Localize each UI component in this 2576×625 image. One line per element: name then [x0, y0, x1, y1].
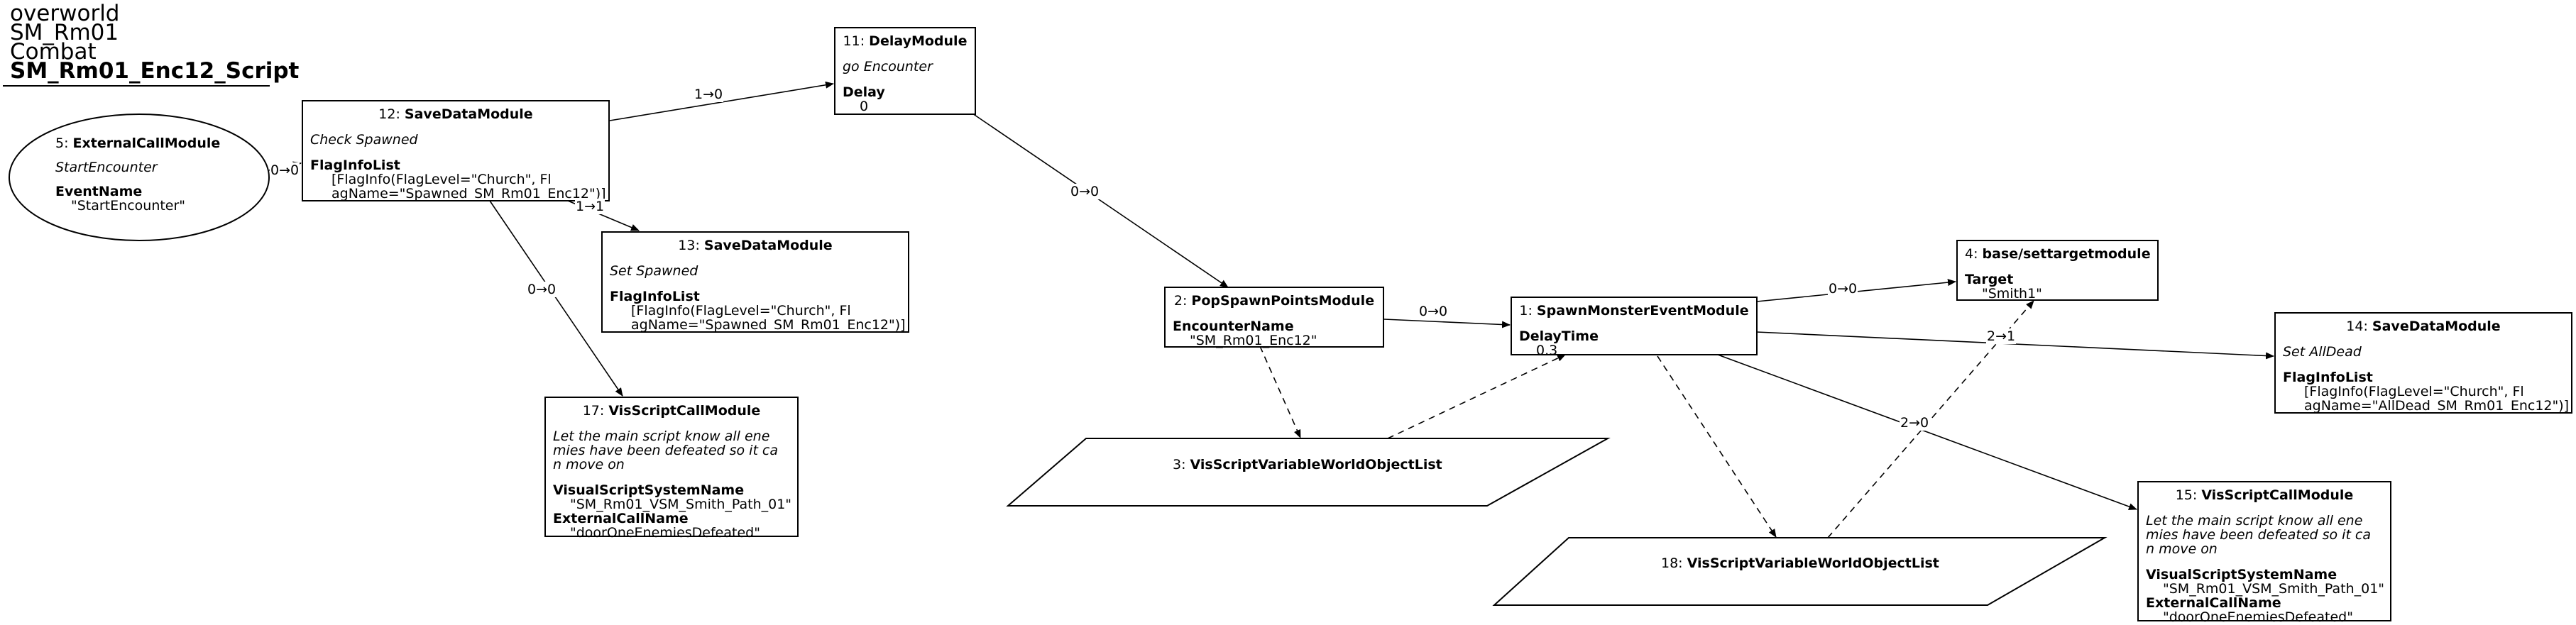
node-14-param-key: FlagInfoList [2283, 370, 2373, 385]
edge-2-3 [1259, 345, 1301, 438]
node-5-type: ExternalCallModule [72, 135, 221, 151]
edge-3-1 [1387, 354, 1566, 439]
edge-label-1-14: 2→1 [1986, 328, 2017, 344]
edge-label-2-1: 0→0 [1418, 304, 1449, 319]
node-5-param-key: EventName [55, 184, 143, 199]
node-14-type: SaveDataModule [2372, 319, 2501, 334]
node-17-type: VisScriptCallModule [608, 403, 761, 419]
node-15-vis-script-call[interactable]: 15: VisScriptCallModule Let the main scr… [2137, 481, 2391, 625]
node-11-param-key: Delay [843, 84, 885, 100]
node-2-param-val: "SM_Rm01_Enc12" [1190, 333, 1317, 348]
node-17-param2-val: "doorOneEnemiesDefeated" [570, 525, 760, 541]
node-3-shape [1006, 438, 1611, 507]
node-11-type: DelayModule [869, 33, 968, 49]
edge-label-1-15: 2→0 [1900, 415, 1930, 431]
node-17-param2-key: ExternalCallName [553, 511, 689, 526]
title-block: overworld SM_Rm01 Combat SM_Rm01_Enc12_S… [10, 1, 300, 84]
node-1-type: SpawnMonsterEventModule [1536, 303, 1749, 319]
node-15-param1-key: VisualScriptSystemName [2146, 567, 2337, 582]
node-14-param-val: [FlagInfo(FlagLevel="Church", Fl agName=… [2304, 384, 2570, 414]
node-3-id: 3: [1173, 457, 1190, 472]
node-15-param2-key: ExternalCallName [2146, 595, 2281, 611]
node-11-param-val: 0 [860, 99, 869, 114]
node-4-type: base/settargetmodule [1982, 246, 2151, 262]
node-11-delay[interactable]: 11: DelayModule go Encounter Delay 0 [834, 27, 976, 115]
node-15-id: 15: [2175, 487, 2202, 503]
node-12-id: 12: [378, 106, 405, 122]
edge-label-12-13: 1→1 [575, 199, 605, 214]
node-15-param2-val: "doorOneEnemiesDefeated" [2163, 609, 2353, 625]
node-17-id: 17: [582, 403, 609, 419]
edge-label-12-17: 0→0 [527, 282, 557, 297]
node-12-save-data[interactable]: 12: SaveDataModule Check Spawned FlagInf… [302, 100, 610, 201]
node-15-param1-val: "SM_Rm01_VSM_Smith_Path_01" [2163, 581, 2385, 597]
node-18-shape [1492, 537, 2108, 606]
node-13-param-val: [FlagInfo(FlagLevel="Church", Fl agName=… [631, 303, 906, 333]
node-3-vis-script-variable[interactable]: 3: VisScriptVariableWorldObjectList [1173, 457, 1442, 472]
title-line-room: SM_Rm01 [10, 20, 119, 45]
node-11-desc: go Encounter [843, 59, 933, 74]
edge-12-11 [609, 81, 834, 121]
node-2-pop-spawn-points[interactable]: 2: PopSpawnPointsModule EncounterName "S… [1164, 287, 1384, 348]
title-line-category: Combat [10, 39, 97, 65]
node-17-param1-val: "SM_Rm01_VSM_Smith_Path_01" [570, 497, 792, 512]
edge-1-15 [1717, 354, 2137, 510]
edge-label-11-2: 0→0 [1070, 184, 1100, 199]
node-12-param-val: [FlagInfo(FlagLevel="Church", Fl agName=… [331, 172, 606, 201]
node-13-desc: Set Spawned [610, 263, 698, 279]
edge-1-18 [1657, 355, 1777, 538]
node-4-param-key: Target [1965, 272, 2014, 287]
node-17-param1-key: VisualScriptSystemName [553, 482, 745, 498]
node-12-desc: Check Spawned [310, 132, 418, 148]
node-13-id: 13: [678, 238, 704, 253]
node-1-param-val: 0.3 [1536, 343, 1558, 358]
node-4-param-val: "Smith1" [1982, 286, 2042, 302]
node-18-vis-script-variable[interactable]: 18: VisScriptVariableWorldObjectList [1661, 555, 1939, 571]
node-13-type: SaveDataModule [703, 238, 833, 253]
edge-12-17 [489, 200, 623, 397]
edge-label-5-12: 0→0 [270, 162, 300, 178]
node-18-id: 18: [1661, 555, 1687, 571]
node-14-desc: Set AllDead [2283, 344, 2362, 360]
edge-11-2 [972, 113, 1229, 288]
node-13-save-data[interactable]: 13: SaveDataModule Set Spawned FlagInfoL… [601, 231, 909, 333]
title-underline [3, 85, 270, 87]
node-2-param-key: EncounterName [1173, 319, 1294, 334]
node-17-vis-script-call[interactable]: 17: VisScriptCallModule Let the main scr… [544, 397, 799, 541]
node-2-type: PopSpawnPointsModule [1191, 293, 1375, 309]
node-18-type: VisScriptVariableWorldObjectList [1687, 555, 1939, 571]
node-2-id: 2: [1173, 293, 1192, 309]
title-line-overworld: overworld [10, 1, 120, 26]
node-5-desc: StartEncounter [55, 160, 158, 175]
edge-label-12-11: 1→0 [694, 87, 724, 102]
node-1-spawn-monster-event[interactable]: 1: SpawnMonsterEventModule DelayTime 0.3 [1511, 297, 1758, 358]
title-script-name: SM_Rm01_Enc12_Script [10, 58, 300, 84]
node-1-param-key: DelayTime [1519, 328, 1599, 344]
node-15-desc: Let the main script know all ene mies ha… [2146, 513, 2372, 557]
node-13-param-key: FlagInfoList [610, 289, 700, 304]
node-15-type: VisScriptCallModule [2201, 487, 2354, 503]
node-5-shape [9, 114, 270, 241]
node-17-desc: Let the main script know all ene mies ha… [553, 428, 779, 472]
edge-1-14 [1756, 331, 2274, 360]
node-5-external-call[interactable]: 5: ExternalCallModule StartEncounter Eve… [55, 136, 226, 213]
node-4-set-target[interactable]: 4: base/settargetmodule Target "Smith1" [1956, 240, 2159, 301]
node-12-type: SaveDataModule [404, 106, 533, 122]
node-14-id: 14: [2346, 319, 2372, 334]
node-11-id: 11: [843, 33, 870, 49]
node-4-id: 4: [1965, 246, 1983, 262]
edge-label-1-4: 0→0 [1828, 281, 1858, 297]
node-1-id: 1: [1519, 303, 1537, 319]
node-5-param-val: "StartEncounter" [71, 198, 186, 214]
edge-2-1 [1383, 319, 1511, 328]
node-3-type: VisScriptVariableWorldObjectList [1190, 457, 1442, 472]
node-5-id: 5: [55, 135, 73, 151]
node-14-save-data[interactable]: 14: SaveDataModule Set AllDead FlagInfoL… [2274, 312, 2572, 414]
node-12-param-key: FlagInfoList [310, 157, 400, 173]
